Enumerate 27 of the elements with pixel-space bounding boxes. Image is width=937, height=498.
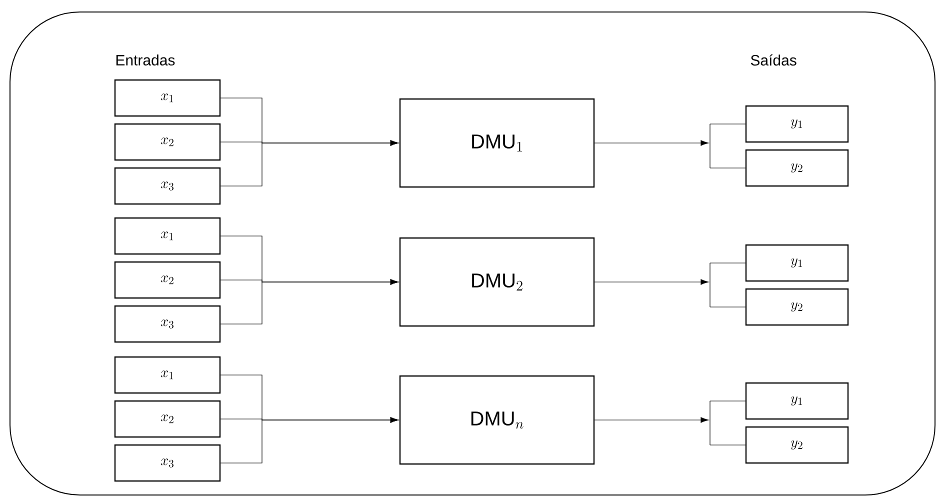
dmu-box: $\mathrm{DMU}_{1}$ bbox=[399, 98, 595, 188]
output-box: $y_{2}$ bbox=[745, 149, 849, 187]
connector-arrow bbox=[594, 279, 709, 285]
output-box: $y_{1}$ bbox=[745, 105, 849, 143]
column-heading: Entradas bbox=[116, 54, 175, 66]
connector-arrow bbox=[220, 140, 398, 186]
input-box: $x_{2}$ bbox=[114, 123, 221, 161]
input-box: $x_{1}$ bbox=[114, 217, 221, 255]
output-box: $y_{1}$ bbox=[745, 244, 849, 282]
frame-box bbox=[10, 12, 936, 496]
input-box: $x_{3}$ bbox=[114, 167, 221, 205]
input-box: $x_{2}$ bbox=[114, 261, 221, 299]
dmu-box: $\mathrm{DMU}_{n}$ bbox=[399, 375, 595, 465]
column-heading: Saídas bbox=[750, 54, 796, 66]
input-box: $x_{3}$ bbox=[114, 444, 221, 482]
connector-arrow bbox=[594, 417, 709, 423]
dmu-box: $\mathrm{DMU}_{2}$ bbox=[399, 237, 595, 327]
connector-arrow bbox=[220, 279, 398, 324]
input-box: $x_{1}$ bbox=[114, 356, 221, 394]
connector-arrow bbox=[220, 417, 398, 464]
output-box: $y_{1}$ bbox=[745, 382, 849, 420]
input-box: $x_{2}$ bbox=[114, 400, 221, 438]
output-box: $y_{2}$ bbox=[745, 288, 849, 326]
connector-arrow bbox=[594, 140, 709, 146]
input-box: $x_{1}$ bbox=[114, 79, 221, 117]
input-box: $x_{3}$ bbox=[114, 305, 221, 343]
output-box: $y_{2}$ bbox=[745, 426, 849, 464]
